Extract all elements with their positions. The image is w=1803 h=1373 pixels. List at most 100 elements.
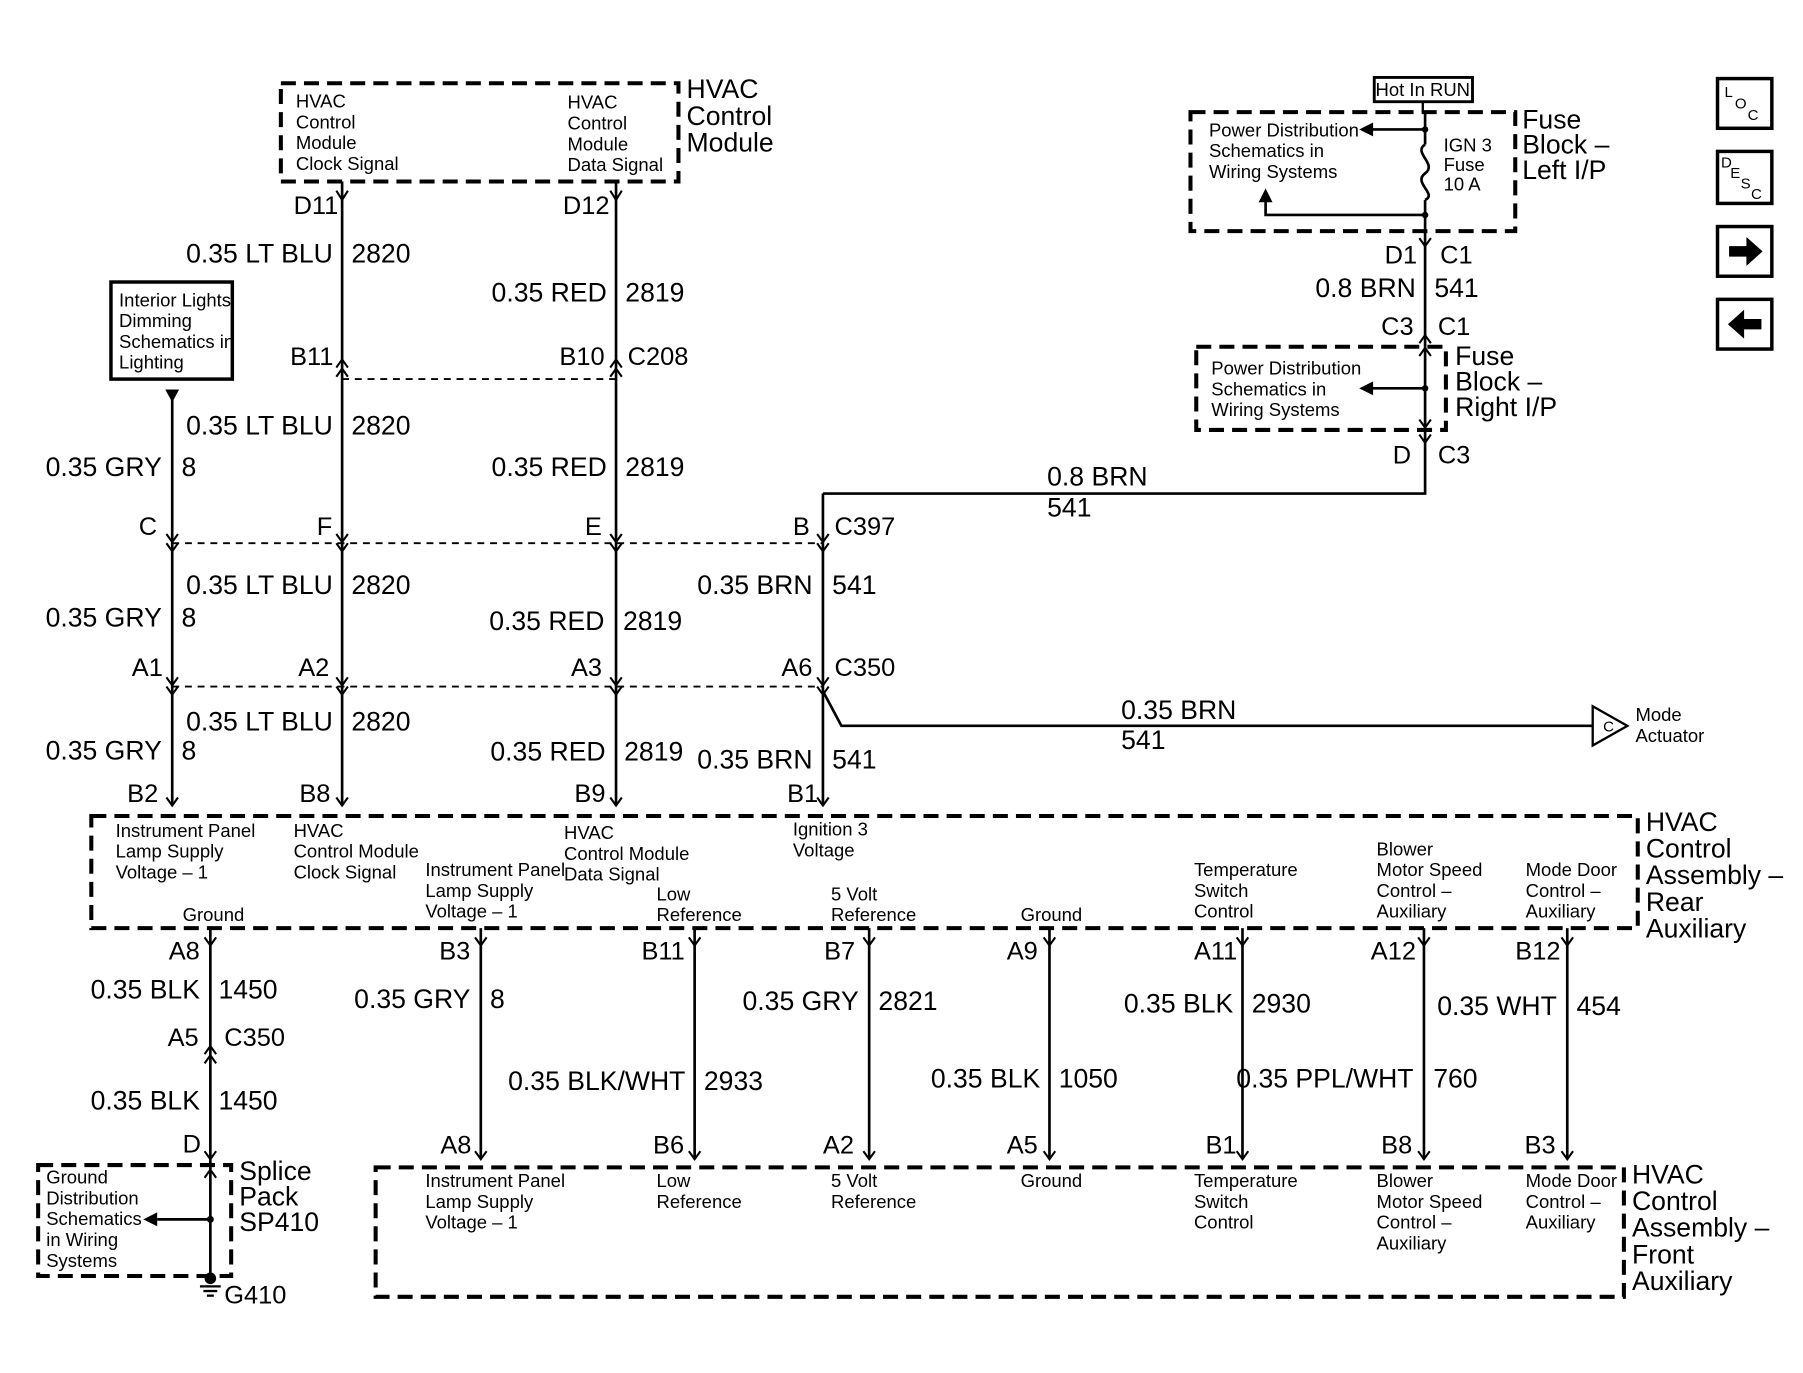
ground-g410: G410: [224, 1282, 286, 1310]
fuse-block-left-circuit: [1258, 112, 1430, 232]
rear-pin-label: Ground: [1021, 904, 1083, 925]
pin-d1: D1: [1385, 242, 1417, 270]
wire-gauge: 0.35 GRY: [46, 735, 162, 765]
pin-b: B: [793, 513, 810, 541]
pin-b2: B2: [127, 780, 158, 808]
wire-gauge: 0.8 BRN: [1315, 273, 1415, 303]
pin-c: C: [139, 513, 157, 541]
fuse-block-left-box: [1188, 110, 1518, 234]
wire-gauge: 0.35 RED: [490, 737, 605, 767]
wire-gauge: 0.35 BRN: [1121, 695, 1236, 725]
pin-f: F: [317, 513, 333, 541]
fuse-block-right-circuit: [1359, 346, 1432, 430]
arrow-left-icon: [1727, 309, 1762, 339]
wire-circuit: 2820: [351, 706, 410, 736]
pin-b1: B1: [787, 780, 818, 808]
connector-c350-lower: C350: [224, 1024, 285, 1052]
wire-gauge: 0.35 GRY: [354, 984, 471, 1014]
pin-front-b6: B6: [653, 1131, 684, 1159]
rear-pin-label: Ground: [183, 904, 245, 925]
arrow-left-icon: [1359, 381, 1374, 396]
mode-actuator-connector: [1591, 704, 1630, 748]
pin-c3: C3: [1381, 313, 1413, 341]
pin-d: D: [1393, 441, 1411, 469]
wire-circuit: 1450: [218, 1086, 277, 1116]
interior-lights-box: [109, 280, 235, 381]
wire-gauge: 0.35 LT BLU: [186, 706, 333, 736]
wire-circuit: 2820: [351, 570, 410, 600]
fuse-right-power-ref: Power Distribution Schematics in Wiring …: [1211, 357, 1366, 420]
hvac-control-module-box: [278, 81, 681, 184]
wire-gauge: 0.35 BLK: [91, 975, 201, 1005]
wire-circuit: 2820: [351, 411, 410, 441]
arrow-right-icon: [1729, 236, 1763, 266]
wire-gauge: 0.35 GRY: [46, 452, 162, 482]
wire-circuit: 2933: [704, 1066, 763, 1096]
wire-gauge: 0.35 LT BLU: [186, 570, 333, 600]
connector-c350: C350: [834, 654, 895, 682]
pin-a3: A3: [571, 654, 602, 682]
wire-circuit: 541: [1121, 725, 1165, 755]
wire-gauge: 0.35 LT BLU: [186, 411, 333, 441]
wire-gauge: 0.8 BRN: [1047, 461, 1147, 491]
pin-front-b3: B3: [1525, 1131, 1556, 1159]
loc-button[interactable]: L O C: [1715, 76, 1774, 131]
pin-b8: B8: [299, 780, 330, 808]
wire-circuit: 1050: [1059, 1064, 1118, 1094]
wire-circuit: 541: [832, 570, 876, 600]
wire-gauge: 0.35 RED: [489, 606, 604, 636]
wire-circuit: 2821: [878, 986, 937, 1016]
connector-c208: C208: [628, 343, 689, 371]
wire-541-mode-actuator: [821, 690, 1596, 728]
wire-circuit: 2820: [351, 238, 410, 268]
wire-circuit: 2930: [1252, 988, 1311, 1018]
mode-actuator-pin: C: [1603, 719, 1614, 736]
lower-wires: [209, 928, 1569, 1278]
connector-c1-top: C1: [1440, 242, 1472, 270]
wire-gauge: 0.35 BLK: [931, 1064, 1041, 1094]
pin-rear-a11: A11: [1194, 937, 1237, 965]
next-button[interactable]: [1715, 224, 1774, 278]
pin-a6: A6: [781, 654, 812, 682]
wire-circuit: 2819: [624, 737, 683, 767]
wire-gauge: 0.35 BLK: [1124, 988, 1234, 1018]
wire-gauge: 0.35 PPL/WHT: [1236, 1064, 1413, 1094]
ground-icon: [199, 1272, 221, 1297]
hvac-module-data-label: HVAC Control Module Data Signal: [567, 92, 663, 175]
arrow-left-icon: [143, 1212, 158, 1227]
desc-letter: C: [1751, 186, 1762, 203]
wire-circuit: 1450: [218, 975, 277, 1005]
previous-button[interactable]: [1715, 297, 1774, 351]
wire-circuit: 8: [181, 735, 196, 765]
pin-front-a2: A2: [823, 1131, 854, 1159]
desc-button[interactable]: D E S C: [1715, 149, 1774, 206]
splice-pack-title: Splice Pack SP410: [239, 1156, 319, 1237]
wire-gauge: 0.35 BLK/WHT: [508, 1066, 685, 1096]
splice-circuit: [143, 1212, 214, 1227]
connector-c397: C397: [834, 513, 895, 541]
pin-a5-c350: A5: [168, 1024, 199, 1052]
pin-rear-b3: B3: [439, 937, 470, 965]
hot-in-run-box: [1372, 75, 1474, 104]
pin-splice-d: D: [183, 1130, 201, 1158]
hot-in-run-label: Hot In RUN: [1376, 79, 1471, 100]
wire-circuit: 541: [1047, 493, 1091, 523]
wire-gauge: 0.35 GRY: [46, 602, 162, 632]
hvac-control-module-title: HVAC Control Module: [687, 74, 780, 157]
arrow-up-icon: [1258, 188, 1273, 203]
pin-a1: A1: [132, 654, 163, 682]
wire-gauge: 0.35 RED: [492, 452, 607, 482]
desc-letter: E: [1730, 165, 1740, 182]
wire-gauge: 0.35 BRN: [697, 570, 812, 600]
